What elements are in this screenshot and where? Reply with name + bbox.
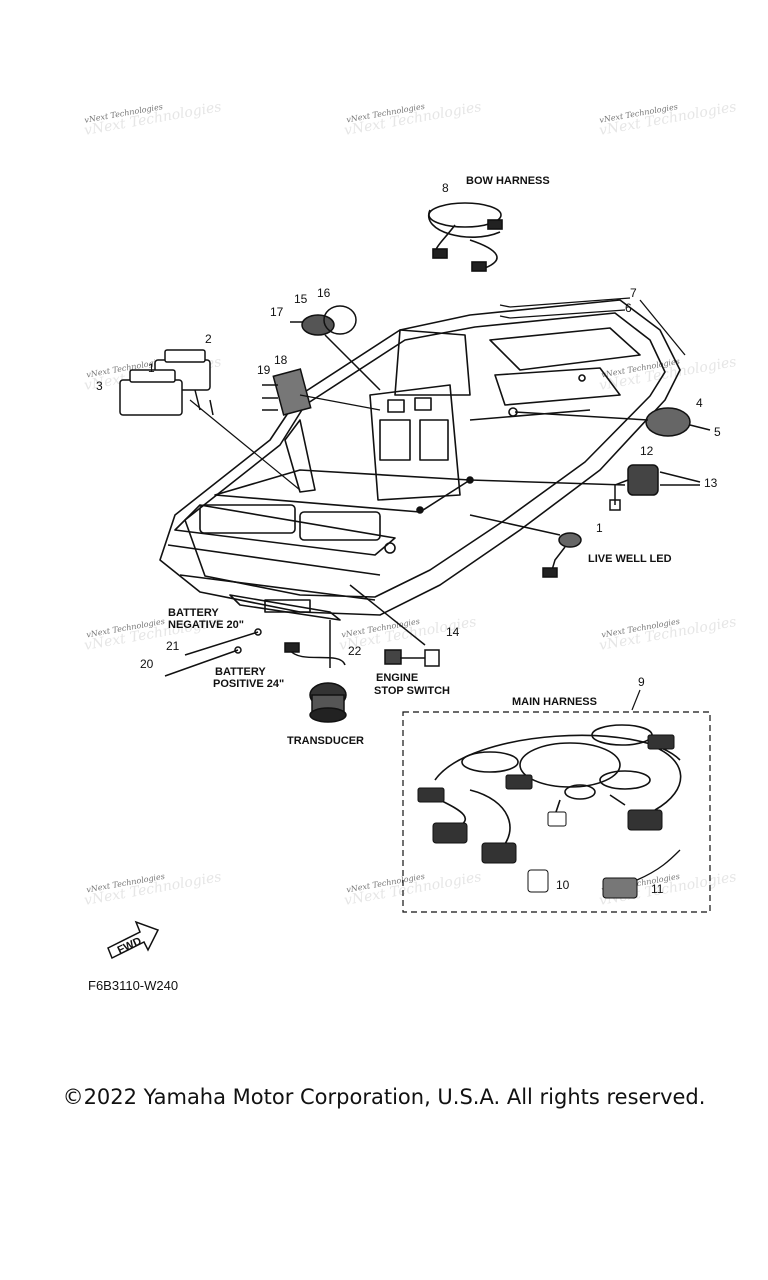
boat-hull [159, 299, 681, 621]
battery-negative-label-2: NEGATIVE 20" [168, 619, 244, 631]
battery-cables [164, 628, 262, 677]
transducer-label: TRANSDUCER [287, 735, 364, 747]
callout-10: 10 [556, 878, 570, 892]
screws-6-7 [499, 297, 686, 356]
callout-22: 22 [348, 644, 362, 658]
callout-8: 8 [442, 181, 449, 195]
callout-9: 9 [638, 675, 645, 689]
copyright: ©2022 Yamaha Motor Corporation, U.S.A. A… [62, 1085, 706, 1109]
watermarks: vNext Technologies vNext Technologies vN… [83, 99, 738, 909]
courtesy-light [469, 464, 701, 511]
figure-code: F6B3110-W240 [88, 978, 178, 993]
callout-12: 12 [640, 444, 654, 458]
speaker [514, 407, 711, 437]
fwd-arrow-icon: FWD [107, 920, 160, 960]
callout-18: 18 [274, 353, 288, 367]
access-plate [290, 305, 381, 391]
transducer [284, 620, 347, 723]
bow-harness [427, 202, 503, 272]
engine-stop-switch-label-1: ENGINE [376, 672, 418, 684]
battery-positive-label-2: POSITIVE 24" [213, 678, 284, 690]
battery-boxes [119, 349, 214, 416]
callout-7: 7 [630, 286, 637, 300]
callout-21: 21 [166, 639, 180, 653]
live-well-led [469, 514, 582, 578]
main-harness-label: MAIN HARNESS [512, 696, 597, 708]
battery-positive-label-1: BATTERY [215, 666, 266, 678]
callout-11: 11 [651, 882, 664, 896]
callout-20: 20 [140, 657, 154, 671]
leader-lines [189, 394, 381, 491]
bow-harness-label: BOW HARNESS [466, 175, 550, 187]
battery-negative-label-1: BATTERY [168, 607, 219, 619]
callout-1-battery: 1 [148, 361, 155, 375]
callout-16: 16 [317, 286, 331, 300]
fwd-label: FWD [116, 935, 144, 956]
callout-17: 17 [270, 305, 284, 319]
callout-15: 15 [294, 292, 308, 306]
main-harness [402, 689, 711, 913]
callout-6: 6 [625, 301, 632, 315]
callout-19: 19 [257, 363, 271, 377]
callout-1: 1 [596, 521, 603, 535]
callout-13: 13 [704, 476, 718, 490]
live-well-led-label: LIVE WELL LED [588, 553, 672, 565]
engine-stop-switch-label-2: STOP SWITCH [374, 685, 450, 697]
engine-stop-switch [349, 584, 440, 667]
callout-14: 14 [446, 625, 460, 639]
switch-panel [262, 368, 312, 416]
callout-3: 3 [96, 379, 103, 393]
callout-2: 2 [205, 332, 212, 346]
callout-4: 4 [696, 396, 703, 410]
callout-5: 5 [714, 425, 721, 439]
